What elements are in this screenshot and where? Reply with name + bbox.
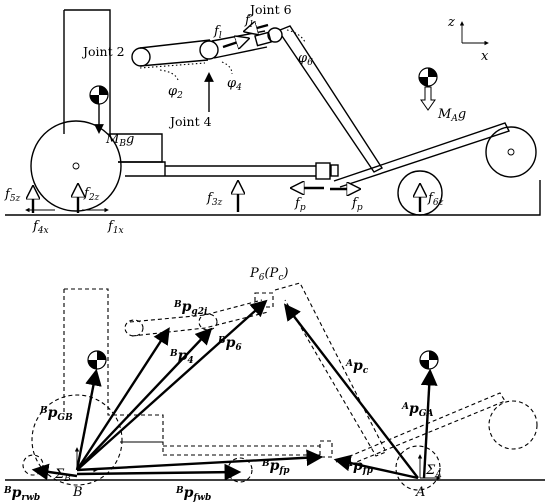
front-small-wheel [397, 170, 443, 216]
vec-pfwb [76, 463, 242, 481]
front-wheel-hub [507, 148, 515, 156]
phi6-label: φ6 [298, 51, 313, 68]
dashed-beam [120, 441, 320, 456]
sigma-a-label: ΣA [425, 463, 442, 480]
dashed-joint6-block [254, 292, 274, 308]
rear-wheel-hub [72, 162, 80, 170]
joint4-label: Joint 4 [168, 114, 212, 129]
phi6-arc [286, 29, 306, 43]
dashed-long-link [274, 282, 387, 457]
mag-label: MAg [437, 107, 466, 124]
slider-block-small [330, 164, 339, 177]
vec-pfp-b [76, 449, 324, 472]
joint6-label: Joint 6 [248, 2, 292, 17]
vec-p6 [76, 299, 268, 471]
vec-p4 [76, 327, 213, 471]
top-diagram: Joint 2 Joint 4 Joint 6 φ2 φ4 φ6 fl fl M… [4, 2, 541, 236]
front-ramp [333, 122, 510, 188]
phi2-arc [159, 69, 179, 81]
rear-wheel [30, 120, 122, 212]
dashed-rear-wheel [31, 394, 123, 486]
fl2-arrow [246, 25, 269, 31]
f4x-label: f4x [32, 219, 49, 236]
fl-arrow [222, 39, 247, 47]
axis-z-label: z [447, 15, 455, 30]
pfwb-label: Bpfwb [175, 485, 211, 503]
frame-a [417, 454, 441, 481]
pg2i-label: Bpg2i [173, 299, 208, 317]
pfp-b-label: Bpfp [261, 458, 290, 476]
fp-right-label: fp [351, 196, 363, 213]
joint6-block [254, 31, 272, 47]
ground-line [5, 180, 541, 216]
slider-block [315, 162, 331, 180]
vec-pg2i [75, 327, 170, 471]
chassis-beam [118, 161, 316, 177]
axes-indicator [459, 21, 489, 46]
joint4-circle [199, 40, 219, 60]
prwb-label: Bprwb [3, 485, 40, 503]
frame-b [74, 447, 98, 473]
vec-prwb [31, 463, 78, 481]
link-dots-24 [139, 62, 206, 69]
pga-label: ApGA [401, 401, 433, 419]
front-wheel [485, 126, 537, 178]
joint6-circle [267, 27, 283, 43]
f5z-label: f5z [4, 187, 21, 204]
com-b-marker [89, 85, 109, 134]
p4-label: Bp4 [169, 348, 194, 366]
mbg-label: MBg [105, 132, 134, 149]
phi4-label: φ4 [227, 76, 242, 93]
dashed-joint2 [124, 319, 144, 337]
dashed-joint4 [198, 313, 218, 331]
com-a-marker [418, 67, 438, 111]
dashed-rear-body [63, 288, 164, 443]
joint2-label: Joint 2 [81, 44, 125, 59]
vec-pga [420, 368, 438, 479]
phi4-arc [221, 61, 233, 75]
dashed-front-small-wheel [395, 445, 441, 491]
vec-pgb [75, 368, 102, 471]
vec-pc [283, 303, 419, 479]
dashed-front-wheel [488, 400, 538, 450]
point-a-label: A [415, 485, 425, 500]
fp-left-label: fp [294, 196, 306, 213]
arm-link-24 [139, 39, 211, 67]
com-a-marker-bottom [419, 350, 439, 370]
sigma-b-label: ΣB [54, 467, 71, 484]
pgb-label: BpGB [39, 405, 73, 423]
dashed-slider [319, 440, 333, 458]
pc-label: Apc [345, 358, 369, 376]
dashed-front-ramp [335, 392, 506, 469]
fl2-label: fl [244, 13, 253, 30]
pfp-a-label: Apfp [345, 458, 374, 476]
vec-pfp-a [333, 454, 419, 480]
phi2-label: φ2 [168, 84, 183, 101]
point-b-label: B [72, 485, 83, 500]
p6v-label: Bp6 [217, 335, 242, 353]
f6z-label: f6z [427, 191, 444, 208]
fl-label: fl [213, 24, 222, 41]
f1x-label: f1x [107, 219, 124, 236]
axis-x-label: x [481, 49, 489, 64]
f3z-label: f3z [206, 191, 223, 208]
f2z-label: f2z [83, 186, 100, 203]
joint2-circle [131, 47, 151, 67]
p6-label: P6(Pc) [249, 266, 288, 283]
long-link [279, 25, 384, 173]
com-b-marker-bottom [87, 350, 107, 370]
bottom-diagram: P6(Pc) Bpg2i Bp4 Bp6 Apc BpGB ApGA Bpfp … [3, 266, 545, 503]
